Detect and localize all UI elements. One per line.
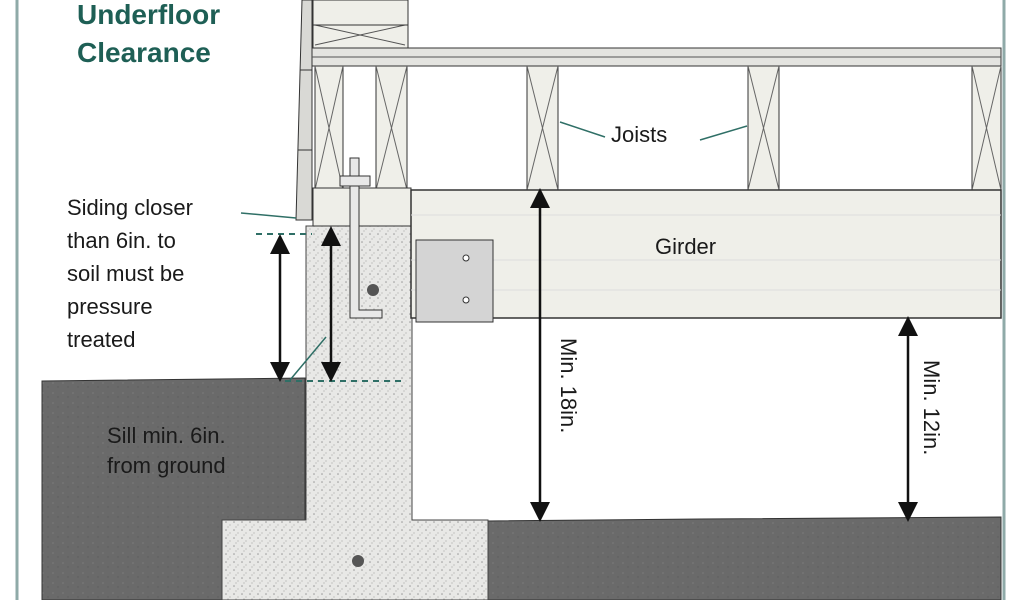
joists	[314, 65, 1002, 191]
metal-bracket	[415, 239, 494, 323]
diagram-title: Underfloor Clearance	[77, 0, 221, 68]
sill-plate	[312, 187, 412, 227]
rebar-dot	[367, 284, 379, 296]
siding-note: Siding closer than 6in. to soil must be …	[67, 195, 193, 352]
concrete-foundation	[221, 225, 489, 600]
wall-plate	[312, 0, 409, 49]
min-18in-label: Min. 18in.	[556, 338, 581, 434]
girder-label: Girder	[655, 234, 717, 259]
rebar-dot	[352, 555, 364, 567]
siding	[295, 0, 313, 221]
anchor-bolt	[339, 157, 383, 319]
sill-note: Sill min. 6in. from ground	[107, 423, 226, 478]
soil-right	[487, 516, 1002, 600]
girder	[410, 189, 1002, 319]
min-12in-label: Min. 12in.	[919, 360, 944, 456]
joists-label: Joists	[611, 122, 668, 147]
